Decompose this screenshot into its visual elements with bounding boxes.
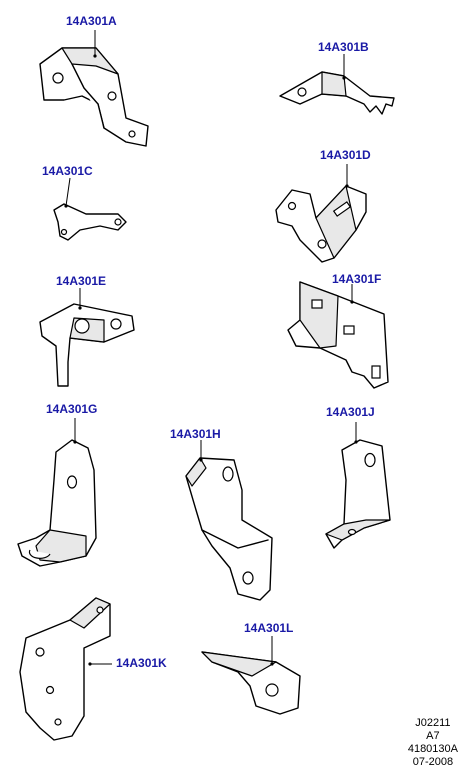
part-label-14a301h: 14A301H <box>170 427 221 441</box>
drawing-reference: J02211 A7 4180130A 07-2008 <box>408 717 458 769</box>
part-label-14a301e: 14A301E <box>56 274 107 288</box>
part-label-14a301k: 14A301K <box>116 656 167 670</box>
bracket-14a301k <box>19 597 112 741</box>
part-label-14a301f: 14A301F <box>332 272 382 286</box>
part-label-14a301b: 14A301B <box>318 40 369 54</box>
part-label-14a301l: 14A301L <box>244 621 294 635</box>
reference-number: 4180130A <box>407 743 458 755</box>
bracket-14a301h <box>185 440 273 601</box>
reference-date: 07-2008 <box>412 756 454 768</box>
part-label-14a301d: 14A301D <box>320 148 371 162</box>
bracket-14a301l <box>201 636 301 715</box>
bracket-14a301a <box>39 30 149 147</box>
bracket-14a301e <box>39 288 135 387</box>
part-label-14a301c: 14A301C <box>42 164 93 178</box>
bracket-14a301c <box>53 177 127 241</box>
part-label-14a301j: 14A301J <box>326 405 375 419</box>
bracket-14a301f <box>287 281 389 389</box>
part-label-14a301g: 14A301G <box>46 402 98 416</box>
part-label-14a301a: 14A301A <box>66 14 117 28</box>
reference-code: J02211 <box>415 717 451 729</box>
bracket-14a301j <box>325 422 391 549</box>
bracket-14a301g <box>17 418 97 567</box>
bracket-14a301d <box>275 164 367 263</box>
bracket-14a301b <box>279 54 395 115</box>
reference-sheet: A7 <box>426 730 440 742</box>
